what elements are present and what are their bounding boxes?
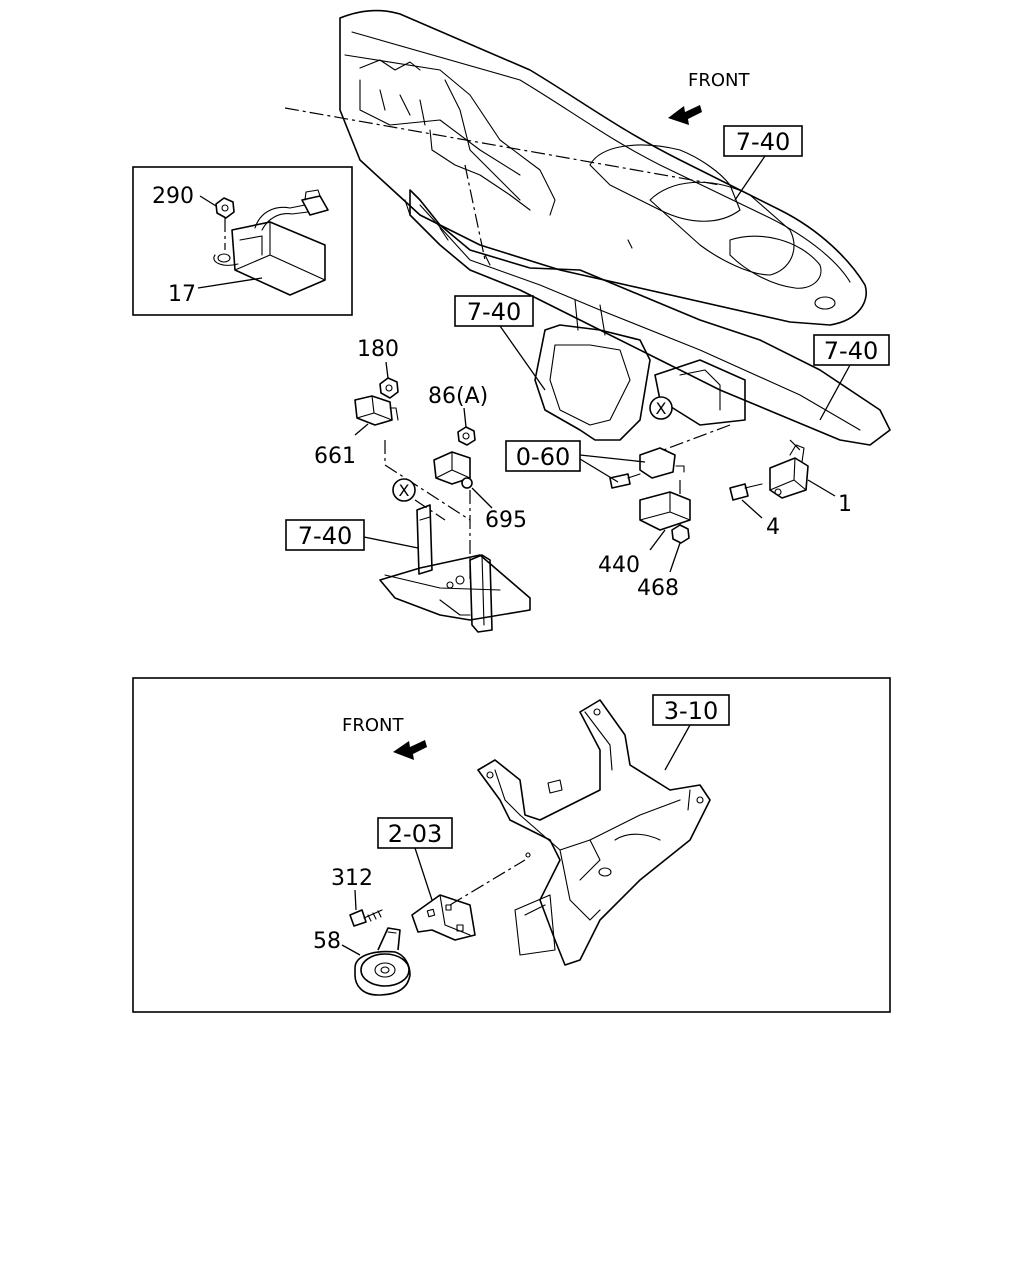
module-440 xyxy=(639,491,691,551)
part-label-312: 312 xyxy=(331,866,373,891)
screw-4 xyxy=(729,483,763,519)
ref-7-40-a: 7-40 xyxy=(723,125,803,201)
part-label-290: 290 xyxy=(152,184,194,209)
nut-468 xyxy=(669,524,690,573)
part-label-180: 180 xyxy=(357,337,399,362)
svg-text:3-10: 3-10 xyxy=(664,697,718,725)
svg-text:7-40: 7-40 xyxy=(467,298,521,326)
ref-3-10: 3-10 xyxy=(652,694,730,771)
part-label-468: 468 xyxy=(637,576,679,601)
ref-7-40-d: 7-40 xyxy=(285,519,419,551)
part-label-440: 440 xyxy=(598,553,640,578)
ref-7-40-b: 7-40 xyxy=(454,295,546,391)
svg-text:7-40: 7-40 xyxy=(824,337,878,365)
svg-text:X: X xyxy=(656,399,667,418)
svg-text:2-03: 2-03 xyxy=(388,820,442,848)
nut-86a xyxy=(457,407,476,446)
part-label-661: 661 xyxy=(314,444,356,469)
svg-text:0-60: 0-60 xyxy=(516,443,570,471)
part-label-86a: 86(A) xyxy=(428,384,488,409)
part-label-58: 58 xyxy=(313,929,341,954)
instrument-panel-assembly xyxy=(339,9,891,446)
support-bracket xyxy=(477,699,711,966)
screw-312 xyxy=(349,889,383,927)
marker-x-1: X xyxy=(649,396,673,420)
svg-text:7-40: 7-40 xyxy=(736,128,790,156)
ref-7-40-c: 7-40 xyxy=(813,334,890,421)
buzzer-58 xyxy=(341,927,411,996)
relay-661 xyxy=(354,395,399,436)
bracket-0-60 xyxy=(609,447,685,489)
front-label-top: FRONT xyxy=(688,70,750,91)
bottom-view-frame xyxy=(132,677,891,1013)
svg-text:X: X xyxy=(399,481,410,500)
ref-0-60: 0-60 xyxy=(505,440,646,483)
marker-x-2: X xyxy=(392,478,416,502)
bracket-left xyxy=(379,504,531,633)
bracket-695 xyxy=(433,451,493,509)
front-label-bottom: FRONT xyxy=(342,715,404,736)
part-label-1: 1 xyxy=(838,492,852,517)
svg-text:7-40: 7-40 xyxy=(298,522,352,550)
part-label-695: 695 xyxy=(485,508,527,533)
part-label-4: 4 xyxy=(766,515,780,540)
sensor-1 xyxy=(769,444,836,499)
part-label-17: 17 xyxy=(168,282,196,307)
ref-2-03: 2-03 xyxy=(377,817,453,901)
front-arrow-top: FRONT xyxy=(668,70,750,125)
inset-box-sensor xyxy=(132,166,353,316)
nut-180 xyxy=(379,361,399,399)
buzzer-bracket xyxy=(411,894,476,941)
front-arrow-bottom: FRONT xyxy=(342,715,427,760)
